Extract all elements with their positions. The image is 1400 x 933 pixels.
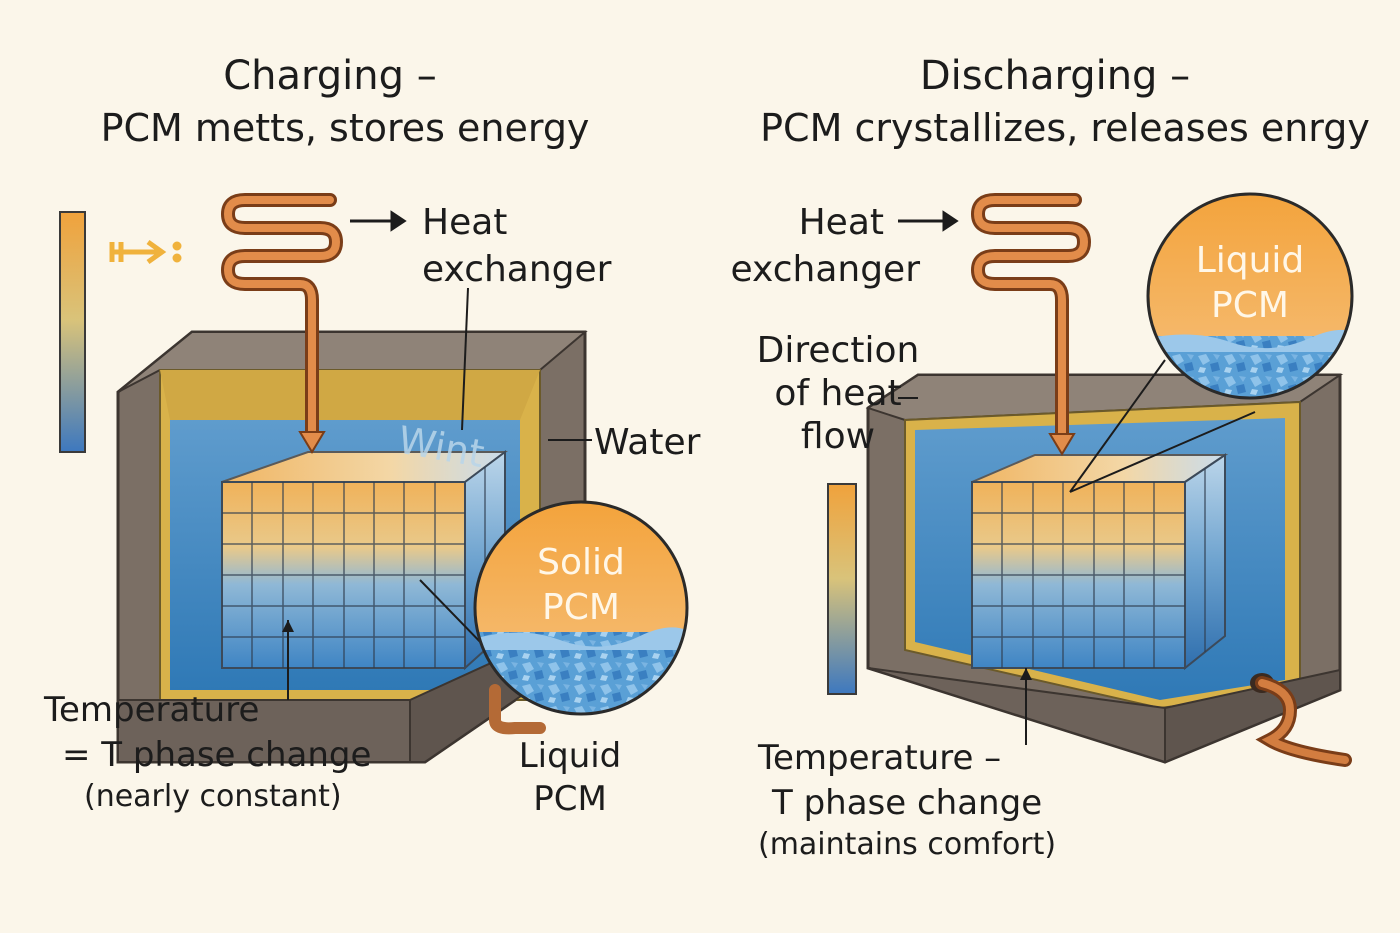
flow-arrow-icon [898,210,959,232]
temperature-gradient-bar-icon [827,483,857,695]
discharging-direction-line3: flow [800,415,876,457]
discharging-exchanger-label: exchanger [730,248,920,290]
charging-title: Charging – PCM metts, stores energy [90,54,600,151]
temperature-gradient-bar-icon [59,211,86,453]
discharging-temperature-label: Temperature – T phase change (maintains … [758,740,1056,862]
discharging-title-line2: PCM crystallizes, releases enrgy [760,106,1370,151]
discharging-temperature-line2: T phase change [772,782,1043,823]
charging-liquid-pcm-label: Liquid PCM [505,738,635,817]
discharging-title-line1: Discharging – [919,53,1191,99]
charging-liquid-line1: Liquid [518,736,622,776]
charging-temperature-line3: (nearly constant) [84,779,342,815]
charging-temperature-line2: = T phase change [62,734,372,775]
discharging-panel-graphics [827,192,1354,767]
heat-exchanger-coil-icon [970,193,1092,456]
discharging-circle-line1: Liquid [1195,240,1305,281]
charging-title-line1: Charging – [223,53,437,99]
charging-temperature-label: Temperature = T phase change (nearly con… [44,692,371,814]
charging-heat-label: Heat [422,202,508,243]
charging-circle-label: Solid PCM [491,540,671,630]
charging-temperature-line1: Temperature [44,690,260,730]
charging-water-label: Water [594,422,701,463]
discharging-circle-label: Liquid PCM [1160,238,1340,328]
flow-arrow-icon [109,239,182,265]
heat-exchanger-coil-icon [220,193,344,454]
charging-circle-line2: PCM [542,587,620,628]
discharging-circle-line2: PCM [1211,285,1289,326]
charging-exchanger-label: exchanger [422,248,612,290]
discharging-temperature-line1: Temperature – [758,738,1002,778]
charging-panel-graphics [59,193,689,764]
charging-circle-line1: Solid [537,542,625,583]
charging-liquid-line2: PCM [533,778,607,819]
pipe-icon [1250,673,1352,767]
charging-heat-exchanger-label: Heat exchanger [422,202,612,290]
discharging-direction-line1: Direction [756,330,920,371]
charging-title-line2: PCM metts, stores energy [100,106,590,151]
discharging-title: Discharging – PCM crystallizes, releases… [745,54,1385,151]
pipe-icon [489,684,546,735]
flow-arrow-icon [350,210,407,232]
discharging-direction-label: Direction of heat flow [748,330,928,457]
discharging-direction-line2: of heat [774,372,902,414]
discharging-heat-label: Heat [798,202,884,243]
discharging-temperature-line3: (maintains comfort) [758,827,1057,863]
discharging-heat-exchanger-label: Heat exchanger [730,202,920,290]
